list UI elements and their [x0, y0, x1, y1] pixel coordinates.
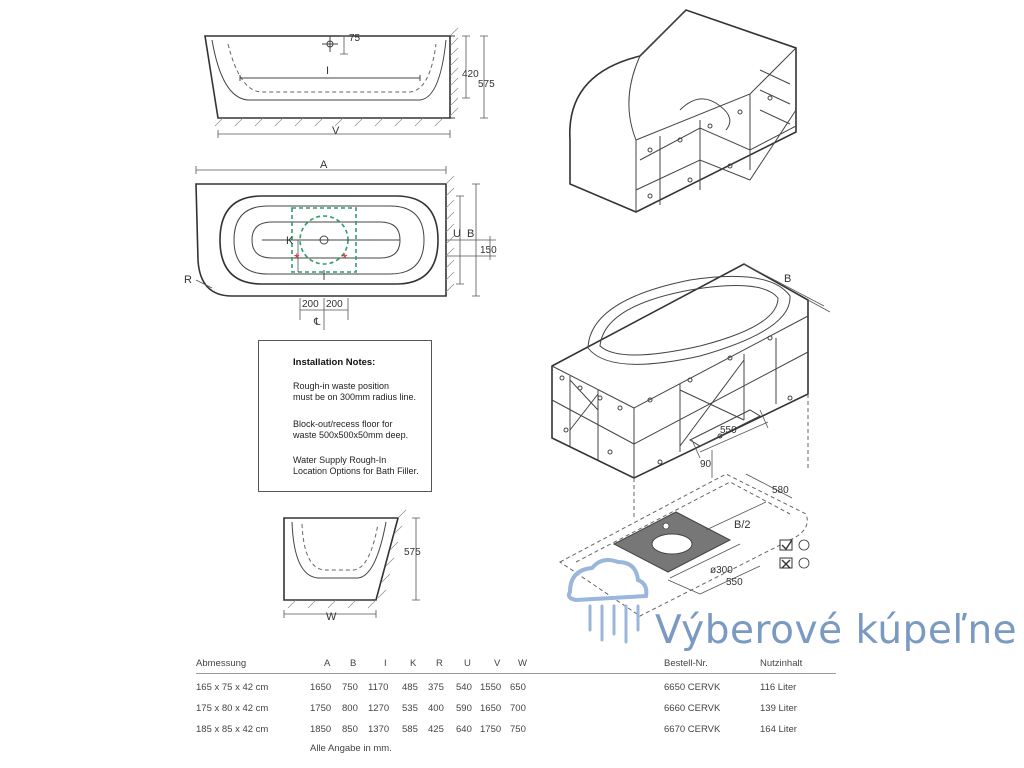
dim-V: V — [332, 125, 340, 137]
cell-U: 590 — [456, 703, 472, 714]
svg-text:*: * — [342, 250, 348, 266]
dim-B: B — [467, 228, 475, 240]
dim-575-side: 575 — [404, 547, 421, 558]
notes-title: Installation Notes: — [293, 357, 376, 368]
cell-A: 1850 — [310, 724, 332, 735]
cell-K: 585 — [402, 724, 418, 735]
svg-text:*: * — [294, 250, 300, 266]
dim-420: 420 — [462, 69, 479, 80]
dim-B-half: B/2 — [734, 519, 751, 531]
dim-150: 150 — [480, 245, 497, 256]
dim-90: 90 — [700, 459, 712, 470]
cell-K: 485 — [402, 682, 418, 693]
cell-order-no: 6670 CERVK — [664, 724, 721, 735]
cell-I: 1270 — [368, 703, 390, 714]
dim-200-right: 200 — [326, 299, 343, 310]
cell-size: 165 x 75 x 42 cm — [196, 682, 269, 693]
centerline-symbol: ℄ — [314, 317, 321, 328]
dim-I: I — [326, 65, 330, 77]
table-header: U — [464, 658, 471, 669]
cell-capacity: 164 Liter — [760, 724, 797, 735]
cell-capacity: 116 Liter — [760, 682, 797, 693]
dim-U: U — [453, 228, 461, 240]
cell-W: 650 — [510, 682, 526, 693]
cell-R: 400 — [428, 703, 444, 714]
table-row: 175 x 80 x 42 cm 1750 800 1270 535 400 5… — [196, 703, 836, 719]
cell-R: 425 — [428, 724, 444, 735]
floor-plate-view — [559, 473, 810, 617]
logo-cloud-icon — [566, 558, 649, 644]
note-water-supply-1: Water Supply Rough-In — [293, 455, 387, 465]
dim-300-diameter: ø300 — [710, 565, 733, 576]
table-header: B — [350, 658, 357, 669]
watermark-text: Výberové kúpeľne — [655, 608, 1018, 653]
cell-I: 1370 — [368, 724, 390, 735]
cell-V: 1750 — [480, 724, 502, 735]
table-header: K — [410, 658, 417, 669]
dim-200-left: 200 — [302, 299, 319, 310]
note-block-out-1: Block-out/recess floor for — [293, 419, 393, 429]
dim-R: R — [184, 274, 192, 286]
dim-550-floor: 550 — [726, 577, 743, 588]
plan-view: * * — [195, 166, 496, 330]
cell-capacity: 139 Liter — [760, 703, 797, 714]
side-elevation-view — [283, 509, 420, 618]
cell-W: 750 — [510, 724, 526, 735]
table-header: R — [436, 658, 443, 669]
dim-iso-B: B — [784, 273, 792, 285]
cell-I: 1170 — [368, 682, 389, 693]
dim-580: 580 — [772, 485, 789, 496]
front-elevation-view — [204, 27, 488, 138]
table-footnote: Alle Angabe in mm. — [196, 743, 836, 759]
note-waste-position-1: Rough-in waste position — [293, 381, 390, 391]
cell-U: 540 — [456, 682, 472, 693]
table-header: W — [518, 658, 527, 669]
cell-B: 850 — [342, 724, 358, 735]
cell-R: 375 — [428, 682, 444, 693]
cell-U: 640 — [456, 724, 472, 735]
installation-notes-box: Installation Notes: Rough-in waste posit… — [258, 340, 432, 492]
note-block-out-2: waste 500x500x50mm deep. — [293, 430, 409, 440]
dim-K: K — [286, 235, 294, 247]
cell-B: 800 — [342, 703, 358, 714]
cell-V: 1650 — [480, 703, 502, 714]
isometric-frame-top — [569, 9, 797, 213]
table-header: A — [324, 658, 331, 669]
dim-W: W — [326, 611, 337, 623]
table-row: 165 x 75 x 42 cm 1650 750 1170 485 375 5… — [196, 682, 836, 698]
footnote-text: Alle Angabe in mm. — [310, 743, 392, 754]
note-water-supply-2: Location Options for Bath Filler. — [293, 466, 419, 476]
cell-W: 700 — [510, 703, 526, 714]
table-header: Nutzinhalt — [760, 658, 803, 669]
cell-size: 175 x 80 x 42 cm — [196, 703, 269, 714]
cell-K: 535 — [402, 703, 418, 714]
note-waste-position-2: must be on 300mm radius line. — [293, 392, 417, 402]
cell-B: 750 — [342, 682, 358, 693]
table-header-divider — [196, 673, 836, 674]
dim-550: 550 — [720, 425, 737, 436]
cell-order-no: 6660 CERVK — [664, 703, 721, 714]
dim-75: 75 — [349, 33, 361, 44]
cell-order-no: 6650 CERVK — [664, 682, 721, 693]
dim-A: A — [320, 159, 328, 171]
dimensions-table: Abmessung A B I K R U V W Bestell-Nr. Nu… — [196, 658, 836, 758]
table-row: 185 x 85 x 42 cm 1850 850 1370 585 425 6… — [196, 724, 836, 740]
cell-V: 1550 — [480, 682, 502, 693]
table-header: Abmessung — [196, 658, 247, 669]
dim-575-top: 575 — [478, 79, 495, 90]
table-header: Bestell-Nr. — [664, 658, 708, 669]
table-header: V — [494, 658, 501, 669]
table-header: I — [384, 658, 387, 669]
cell-size: 185 x 85 x 42 cm — [196, 724, 269, 735]
cell-A: 1750 — [310, 703, 332, 714]
cell-A: 1650 — [310, 682, 332, 693]
table-header-row: Abmessung A B I K R U V W Bestell-Nr. Nu… — [196, 658, 836, 674]
isometric-frame-bottom — [551, 263, 831, 520]
